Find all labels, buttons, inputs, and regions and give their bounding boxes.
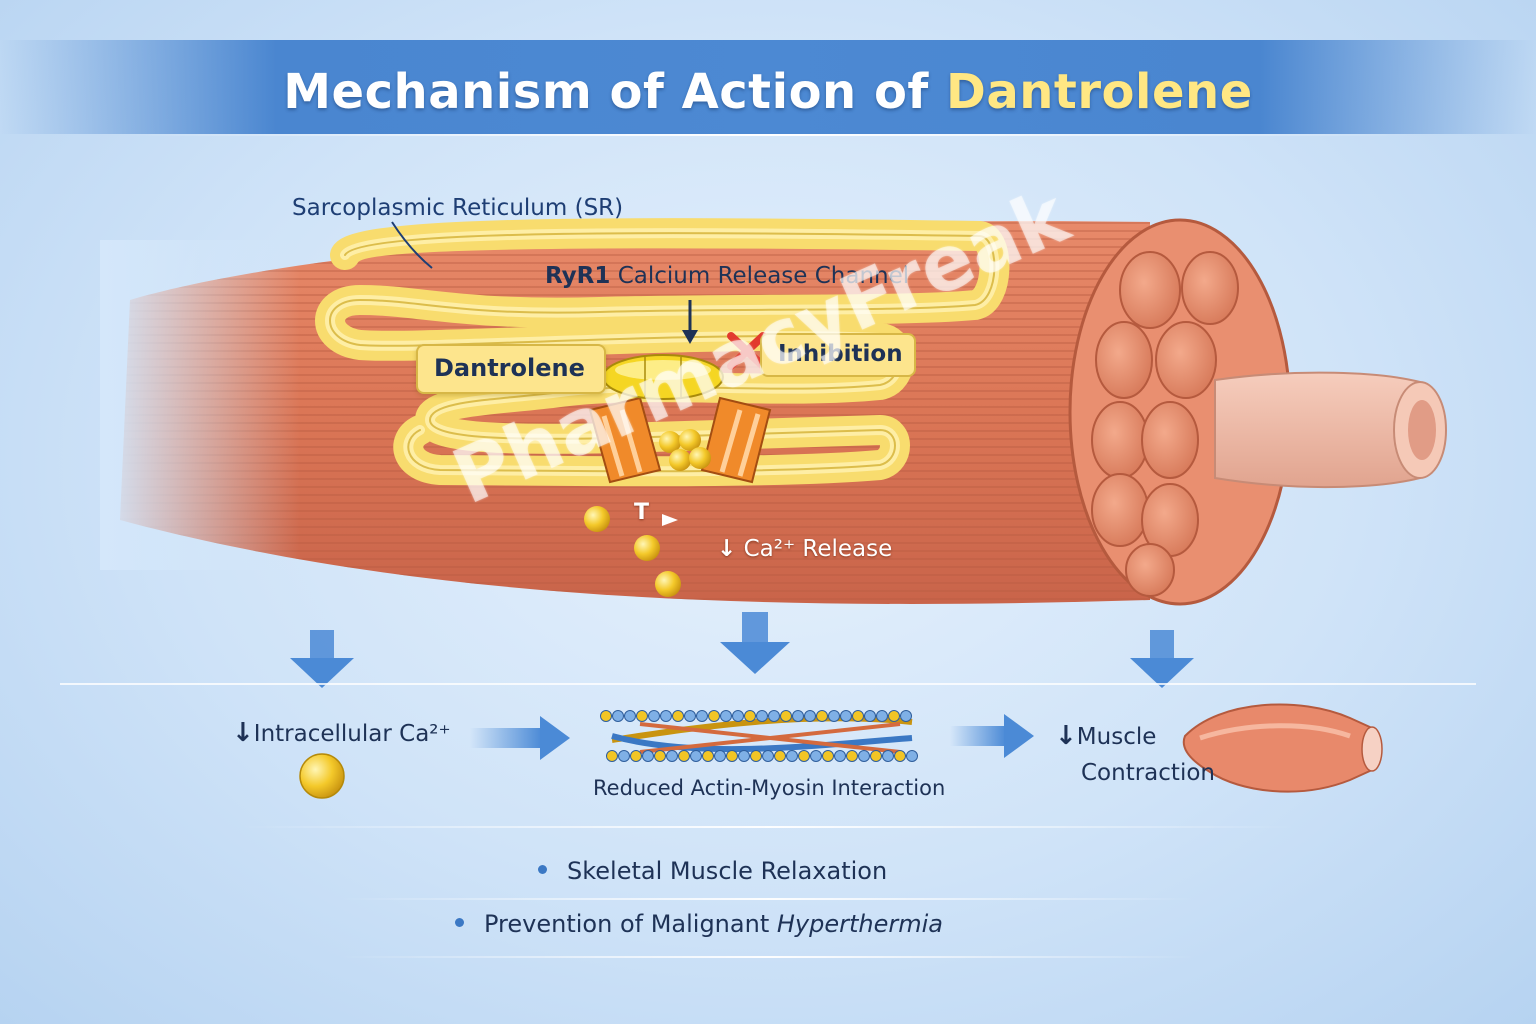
down-arrow-icon: [682, 300, 698, 344]
down-arrow-icon: ↓: [717, 536, 737, 562]
filament-bead: [642, 750, 654, 762]
muscle-icon: [1182, 703, 1383, 793]
filament-bead: [726, 750, 738, 762]
tendon: [1214, 371, 1421, 489]
filament-bead: [750, 750, 762, 762]
right-arrow-icon: [470, 716, 570, 760]
title-rule: [120, 134, 1416, 136]
filament-bead: [756, 710, 768, 722]
filament-bead: [768, 710, 780, 722]
down-arrow-icon: [720, 612, 790, 674]
intracellular-ca-label: ↓Intracellular Ca²⁺: [232, 718, 451, 748]
down-arrow-icon: ↓: [232, 718, 254, 748]
calcium-ion-icon: [299, 753, 345, 799]
outcome-item: Skeletal Muscle Relaxation: [538, 857, 887, 885]
bullet-icon: [538, 864, 547, 874]
filament-bead: [810, 750, 822, 762]
inhibition-box: [760, 333, 916, 377]
filament-bead: [648, 710, 660, 722]
filament-bead: [864, 710, 876, 722]
filament-bead: [774, 750, 786, 762]
filament-bead: [624, 710, 636, 722]
dantrolene-box: [416, 344, 606, 394]
filament-bead: [684, 710, 696, 722]
filament-bead: [828, 710, 840, 722]
filament-bead: [660, 710, 672, 722]
right-arrow-icon: [950, 714, 1034, 758]
filament-bead: [804, 710, 816, 722]
filament-bead: [702, 750, 714, 762]
filament-bead: [870, 750, 882, 762]
filament-bead: [744, 710, 756, 722]
filament-bead: [906, 750, 918, 762]
filament-bead: [876, 710, 888, 722]
filament-bead: [720, 710, 732, 722]
filament-bead: [600, 710, 612, 722]
dantrolene-label: Dantrolene: [434, 354, 585, 382]
filament-bead: [732, 710, 744, 722]
title-band: [0, 40, 1536, 134]
ryr1-channel: [588, 396, 772, 484]
inhibition-x-icon: [727, 332, 767, 370]
ca-release-label: ↓ Ca²⁺ Release: [717, 536, 893, 562]
inhibition-label: Inhibition: [778, 341, 903, 367]
filament-bead: [678, 750, 690, 762]
filament-bead: [834, 750, 846, 762]
filament-bead: [780, 710, 792, 722]
filament-bead: [816, 710, 828, 722]
actin-myosin-label: Reduced Actin-Myosin Interaction: [593, 776, 946, 800]
filament-bead: [630, 750, 642, 762]
filament-bead: [858, 750, 870, 762]
bullet-icon: [455, 917, 464, 927]
filament-bead: [708, 710, 720, 722]
filament-bead: [612, 710, 624, 722]
filament-bead: [888, 710, 900, 722]
down-arrow-icon: [290, 630, 354, 688]
t-tubule-marker: T: [634, 500, 650, 525]
dantrolene-molecule: [602, 354, 724, 400]
filament-bead: [786, 750, 798, 762]
page-title: Mechanism of Action of Dantrolene: [283, 64, 1253, 120]
sr-label: Sarcoplasmic Reticulum (SR): [292, 195, 624, 221]
divider: [340, 898, 1196, 900]
divider: [340, 956, 1196, 958]
filament-bead: [798, 750, 810, 762]
filament-bead: [792, 710, 804, 722]
filament-bead: [882, 750, 894, 762]
title-highlight: Dantrolene: [946, 64, 1253, 120]
filament-bead: [846, 750, 858, 762]
filament-bead: [672, 710, 684, 722]
filament-bead: [714, 750, 726, 762]
filament-bead: [762, 750, 774, 762]
filament-bead: [654, 750, 666, 762]
actin-myosin-filaments: [600, 710, 918, 762]
outcome-item: Prevention of Malignant Hyperthermia: [455, 910, 943, 938]
filament-bead: [894, 750, 906, 762]
calcium-ions: [584, 506, 681, 597]
filament-bead: [738, 750, 750, 762]
filament-bead: [618, 750, 630, 762]
divider: [240, 826, 1296, 828]
myofibril-bundles: [1091, 251, 1239, 597]
filament-bead: [690, 750, 702, 762]
sr-pointer: [391, 221, 433, 269]
filament-bead: [852, 710, 864, 722]
filament-bead: [606, 750, 618, 762]
filament-bead: [822, 750, 834, 762]
filament-bead: [840, 710, 852, 722]
down-arrow-icon: [1130, 630, 1194, 688]
filament-bead: [696, 710, 708, 722]
down-arrow-icon: ↓: [1055, 721, 1077, 751]
filament-bead: [900, 710, 912, 722]
filament-bead: [636, 710, 648, 722]
ryr1-label: RyR1 Calcium Release Channel: [545, 263, 910, 289]
filament-bead: [666, 750, 678, 762]
